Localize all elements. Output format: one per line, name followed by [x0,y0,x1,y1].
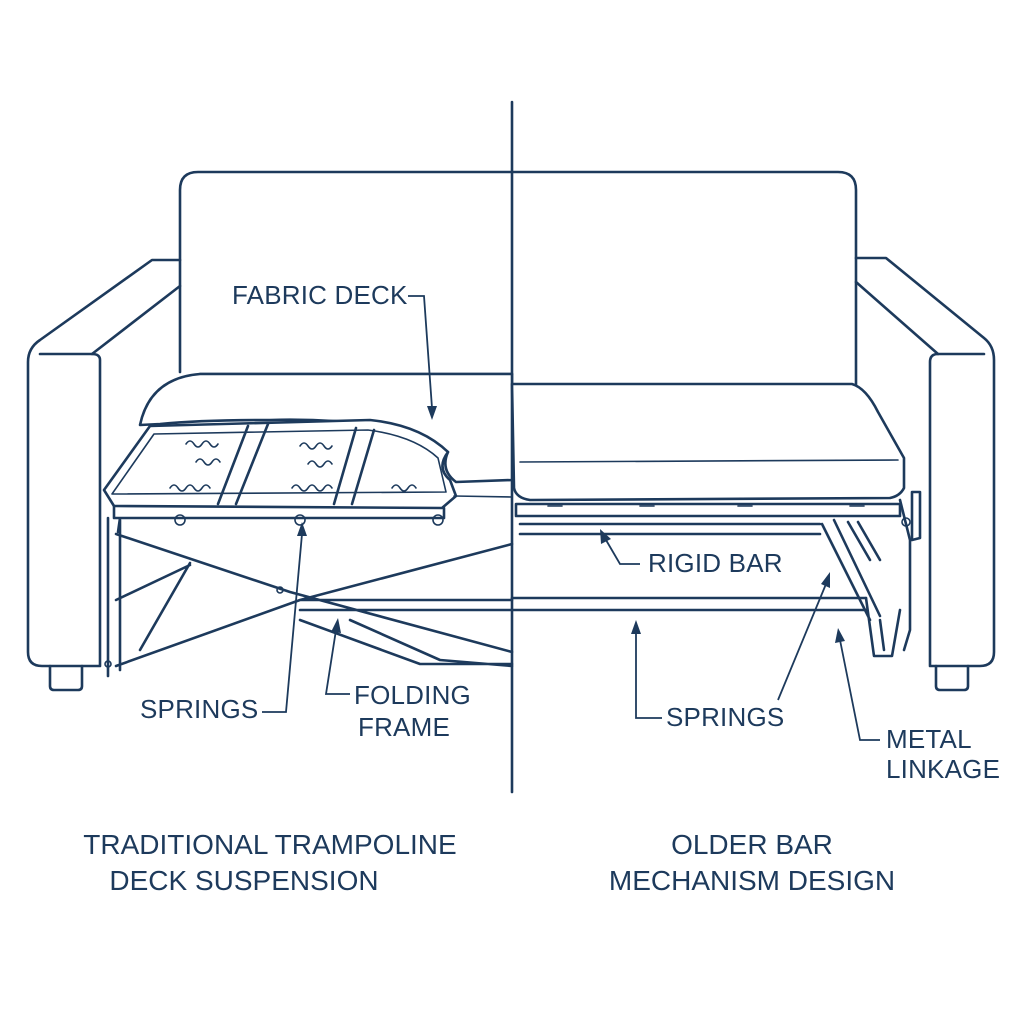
deck-strap-2 [332,426,376,506]
caption-left-line2: DECK SUSPENSION [109,865,378,896]
mattress-seam [519,459,899,463]
label-rigid-bar: RIGID BAR [648,548,783,578]
caption-left-line1: TRADITIONAL TRAMPOLINE [83,829,456,860]
label-springs-left: SPRINGS [140,694,258,724]
part-labels: FABRIC DECK SPRINGS FOLDING FRAME RIGID … [140,280,1000,784]
label-folding-frame-1: FOLDING [354,680,471,710]
platform-deck-extension [453,479,513,498]
linkage-bracket [910,490,922,542]
sofa-left-arm [26,258,182,668]
annotation-leaders [262,295,880,741]
sofa-right-arm [854,256,996,668]
label-fabric-deck: FABRIC DECK [232,280,408,310]
frame-rail-lower [510,596,868,612]
captions: TRADITIONAL TRAMPOLINE DECK SUSPENSION O… [83,829,895,896]
left-trampoline-mechanism [102,372,514,678]
label-springs-right: SPRINGS [666,702,784,732]
frame-rail-middle [518,522,822,536]
metal-linkage [820,498,912,658]
right-bar-mechanism [510,382,922,658]
sofa-back [178,170,858,387]
sofa-right-arm-inner [854,280,940,356]
label-metal-linkage-1: METAL [886,724,972,754]
spring-coils [169,440,444,526]
sofa-outline [26,170,996,692]
sofa-right-foot [934,664,970,692]
rigid-bar-rail [514,502,902,518]
label-folding-frame-2: FRAME [358,712,450,742]
sofa-left-foot [48,664,84,692]
caption-right-line1: OLDER BAR [671,829,833,860]
folding-frame-legs [106,516,514,678]
sofa-left-arm-inner [90,284,182,356]
label-metal-linkage-2: LINKAGE [886,754,1000,784]
platform-inner-rail [111,429,447,495]
caption-right-line2: MECHANISM DESIGN [609,865,895,896]
mattress [510,382,906,502]
frame-lower-rail [112,504,446,534]
deck-strap-1 [216,422,270,506]
